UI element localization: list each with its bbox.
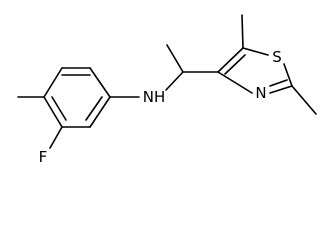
bond <box>89 96 111 128</box>
fluorine-label: F <box>39 148 48 166</box>
amine-label: NH <box>143 88 166 106</box>
sulfur-label: S <box>272 48 282 66</box>
bond <box>283 63 293 87</box>
methyl-bond <box>241 14 244 49</box>
bond <box>85 96 103 121</box>
methyl-bond <box>291 85 317 115</box>
bond <box>89 67 111 98</box>
nitrogen-label: N <box>255 84 266 102</box>
bond <box>269 85 293 94</box>
bond <box>217 71 253 94</box>
bond <box>224 54 246 75</box>
bond <box>51 96 67 121</box>
bond <box>43 67 63 98</box>
bond <box>43 96 63 128</box>
thiazole-ring <box>217 47 293 94</box>
benzene-ring <box>43 67 111 128</box>
fluorine-bond <box>49 126 63 149</box>
bond <box>269 79 288 87</box>
bond <box>217 47 244 73</box>
amine-to-methine-bond <box>165 71 184 91</box>
methine-methyl-bond <box>166 44 184 73</box>
bond <box>242 47 269 56</box>
chemical-structure-diagram: F NH S N <box>17 14 317 166</box>
